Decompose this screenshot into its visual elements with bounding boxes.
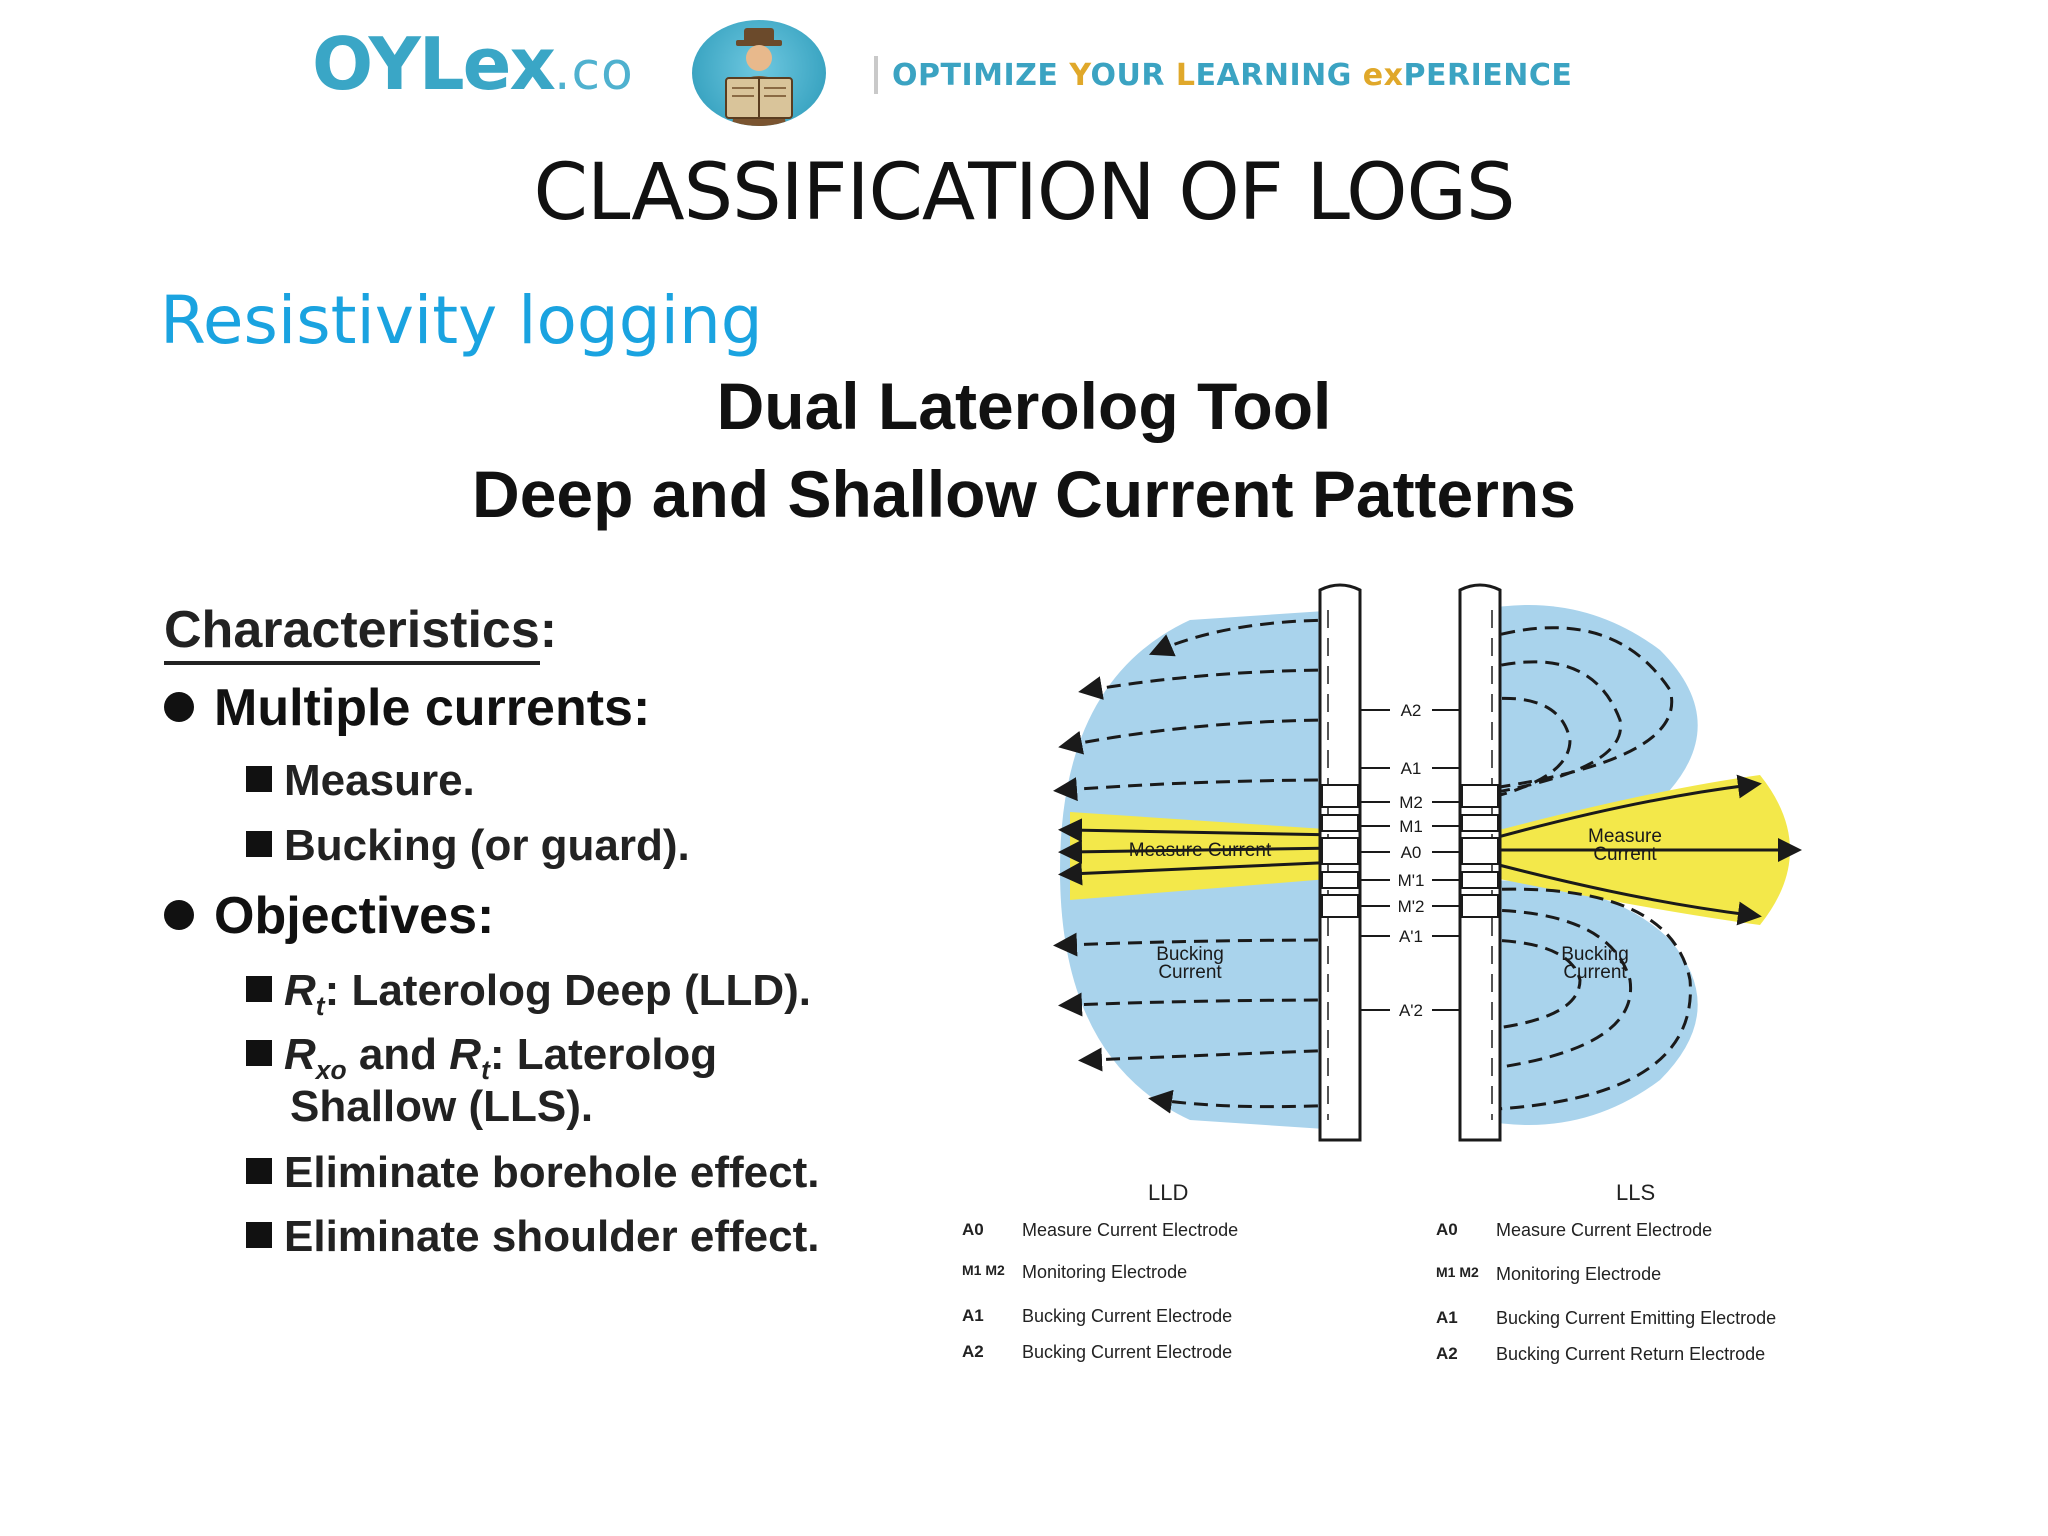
legend-symbol: A1 [962,1306,984,1325]
list-item-label: : Laterolog [489,1030,718,1079]
electrode-label: M'1 [1398,871,1425,890]
list-item-multiple-currents: Multiple currents: [164,678,650,738]
symbol-r: R [284,966,316,1015]
symbol-r: R [284,1030,316,1079]
characteristics-heading-colon: : [539,601,558,659]
legend-desc: Monitoring Electrode [1022,1262,1188,1282]
legend-lld-title: LLD [1148,1180,1189,1205]
tagline: OPTIMIZE YOUR LEARNING exPERIENCE [892,58,1572,93]
figure-title-line1: Dual Laterolog Tool [716,369,1332,443]
legend-symbol: A2 [962,1342,984,1361]
legend-desc: Monitoring Electrode [1496,1264,1662,1284]
label-measure-right-1: Measure [1588,826,1662,847]
list-item-label: Eliminate shoulder effect. [284,1212,820,1261]
legend-symbol: A2 [1436,1344,1458,1363]
slide-title: CLASSIFICATION OF LOGS [533,148,1516,238]
characteristics-heading-text: Characteristics [164,601,540,665]
bullet-dot-icon [164,900,194,931]
symbol-sub: t [481,1054,490,1085]
tagline-part: EARNING [1195,58,1363,93]
symbol-sub: t [315,990,325,1021]
tagline-part: L [1175,58,1196,93]
list-item-label: Measure. [284,756,475,805]
list-item-shoulder: Eliminate shoulder effect. [246,1212,819,1262]
tagline-divider [874,56,878,94]
list-item-label: Bucking (or guard). [284,821,690,870]
bullet-square-icon [246,1040,272,1067]
list-item-label: : Laterolog Deep (LLD). [324,966,812,1015]
electrode-label: A1 [1401,759,1422,778]
legend-lld: LLD A0 Measure Current Electrode M1 M2 Mon… [962,1180,1362,1380]
legend-symbol: A1 [1436,1308,1458,1327]
bullet-square-icon [246,1158,272,1185]
legend-desc: Measure Current Electrode [1022,1220,1239,1240]
symbol-r: R [449,1030,482,1079]
label-measure-current-left: Measure Current [1129,840,1272,861]
bucking-field-right-bottom [1480,880,1698,1125]
list-item-lls: Rxo and Rt: Laterolog [246,1030,717,1086]
current-lines-left [1053,618,1341,1114]
legend-lls-title: LLS [1616,1180,1656,1205]
symbol-sub: xo [315,1054,347,1085]
legend-desc: Measure Current Electrode [1496,1220,1713,1240]
electrode-label: M2 [1399,793,1423,812]
list-item-label: Eliminate borehole effect. [284,1148,820,1197]
electrode-label: A'1 [1399,927,1423,946]
list-item-label: Multiple currents: [214,679,651,737]
electrode-label: A0 [1401,843,1422,862]
measure-lines-right [1479,774,1802,926]
list-item-bucking: Bucking (or guard). [246,821,690,871]
legend-desc: Bucking Current Electrode [1022,1306,1233,1326]
legend-symbol: A0 [962,1220,984,1239]
laterolog-diagram: A2 A1 M2 M1 A0 M'1 M'2 A'1 A'2 Measure C… [1050,580,1830,1160]
list-item-label: Objectives: [214,887,495,945]
laterolog-diagram-svg: A2 A1 M2 M1 A0 M'1 M'2 A'1 A'2 Measure C… [1053,583,1802,1142]
legend-symbol: M1 M2 [1436,1264,1479,1280]
list-item-label: and [346,1030,450,1079]
label-bucking-left-2: Current [1158,962,1222,983]
current-lines-right [1468,626,1692,1122]
tagline-part: ex [1362,58,1404,93]
list-item-lls-continued: Shallow (LLS). [290,1082,594,1131]
figure-title-line2: Deep and Shallow Current Patterns [472,457,1576,531]
electrode-label: A'2 [1399,1001,1423,1020]
tagline-part: Y [1069,58,1091,93]
reader-logo-icon [692,20,826,126]
tool-right [1458,583,1502,1142]
list-item-borehole: Eliminate borehole effect. [246,1148,819,1198]
list-item-objectives: Objectives: [164,886,494,946]
electrode-label: A2 [1401,701,1422,720]
tagline-part: PERIENCE [1403,58,1573,93]
label-measure-right-2: Current [1593,844,1657,865]
label-bucking-left-1: Bucking [1156,944,1224,965]
legend-desc: Bucking Current Return Electrode [1496,1344,1766,1364]
brand-main: OYLex [312,22,556,106]
section-title: Resistivity logging [160,282,763,359]
brand-logo-text: OYLex.co [312,28,634,100]
characteristics-heading: Characteristics: [164,600,558,665]
bullet-square-icon [246,831,272,858]
bullet-square-icon [246,1222,272,1249]
list-item-measure: Measure. [246,756,475,806]
tagline-part: OPTIMIZE [892,58,1070,93]
list-item-lld: Rt: Laterolog Deep (LLD). [246,966,811,1022]
legend-lls: LLS A0 Measure Current Electrode M1 M2 Mon… [1436,1180,1856,1380]
legend-desc: Bucking Current Electrode [1022,1342,1233,1362]
bullet-square-icon [246,976,272,1003]
electrode-label: M'2 [1398,897,1425,916]
header-banner: OYLex.co OPTIMIZE YOUR LEARNING exPERIEN… [0,0,2048,140]
measure-lines-left [1058,818,1341,886]
label-bucking-right-2: Current [1563,962,1627,983]
bullet-square-icon [246,766,272,793]
bullet-dot-icon [164,692,194,723]
electrode-label: M1 [1399,817,1423,836]
tagline-part: OUR [1090,58,1176,93]
tool-left [1318,583,1362,1142]
legend-desc: Bucking Current Emitting Electrode [1496,1308,1777,1328]
label-bucking-right-1: Bucking [1561,944,1629,965]
brand-suffix: .co [553,42,634,102]
legend-symbol: M1 M2 [962,1262,1005,1278]
legend-symbol: A0 [1436,1220,1458,1239]
